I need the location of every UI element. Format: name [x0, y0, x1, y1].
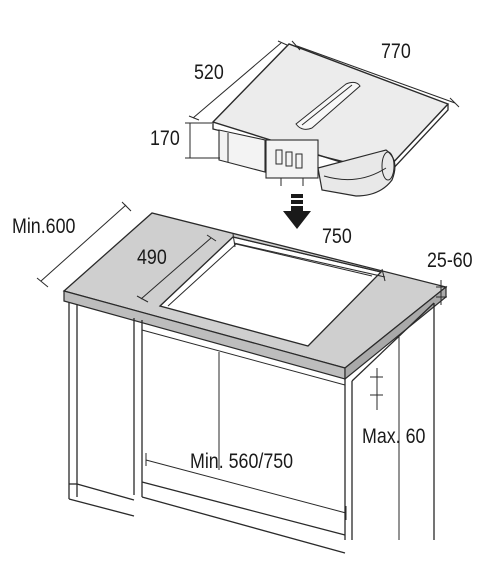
- extraction-duct: [317, 149, 396, 197]
- cabinet: [68, 302, 435, 554]
- label-hob-depth: 520: [194, 61, 224, 85]
- dim-line-770: [296, 45, 456, 104]
- dim-line-600: [40, 204, 127, 282]
- dim-line-750: [233, 242, 386, 278]
- label-hob-height: 170: [150, 127, 180, 151]
- label-cutout-depth: 490: [137, 246, 167, 270]
- down-arrow-icon: [283, 194, 311, 229]
- label-cutout-width: 750: [322, 225, 352, 249]
- dim-line-560-750: [145, 459, 347, 514]
- hob-unit: [185, 40, 460, 197]
- label-max-gap: Max. 60: [362, 425, 426, 449]
- label-worktop-min-depth: Min.600: [12, 215, 76, 239]
- label-hob-width: 770: [381, 40, 411, 64]
- worktop: [36, 201, 448, 381]
- label-cabinet-width: Min. 560/750: [190, 450, 293, 474]
- hob-body: [218, 129, 266, 173]
- worktop-front-edge: [63, 290, 346, 380]
- dim-line-490: [140, 237, 212, 300]
- dim-line-520: [192, 42, 282, 119]
- label-worktop-thickness: 25-60: [427, 249, 473, 273]
